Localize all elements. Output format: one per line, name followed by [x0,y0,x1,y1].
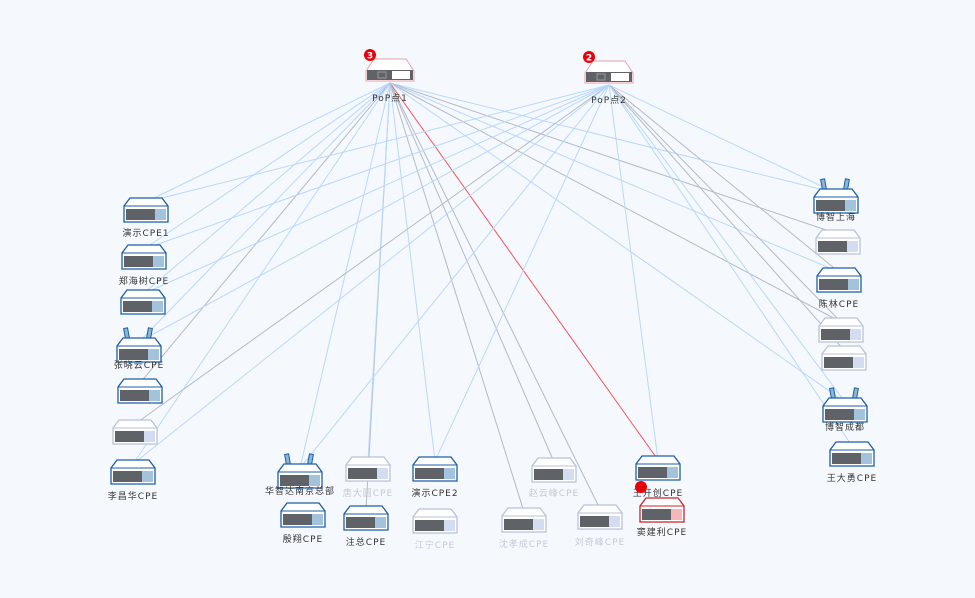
cpe-label: 注总CPE [346,536,386,548]
link-pop2-n25[interactable] [608,84,853,447]
link-pop1-n1[interactable] [145,82,391,203]
pop-node-pop2[interactable]: PoP点2 2 [583,51,634,106]
cpe-node[interactable]: 陈林CPE [816,267,862,310]
cpe-node[interactable]: 江宁CPE [412,508,458,551]
link-pop1-n16[interactable] [389,82,601,510]
cpe-node[interactable] [112,419,158,445]
link-pop2-n22[interactable] [608,84,842,323]
link-pop2-n24[interactable] [608,84,846,403]
link-pop2-n3[interactable] [142,84,610,295]
alarm-badge[interactable] [635,481,647,493]
pop-label: PoP点1 [372,93,408,104]
cpe-node[interactable]: 博智成都 [822,387,868,433]
cpe-node[interactable] [821,345,867,371]
cpe-node[interactable]: 刘奇峰CPE [575,504,625,548]
cpe-label: 陈林CPE [819,298,859,310]
link-pop2-n8[interactable] [299,84,610,469]
link-pop1-n21[interactable] [389,82,840,273]
cpe-label: 刘奇峰CPE [575,536,625,548]
cpe-label: 华智达南京总部 [265,485,335,497]
link-pop1-n15[interactable] [389,82,525,513]
link-pop2-n23[interactable] [608,84,845,351]
link-pop1-n4[interactable] [138,82,391,343]
cpe-node[interactable]: 华智达南京总部 [265,453,335,497]
cpe-node[interactable]: 演示CPE2 [411,456,458,499]
cpe-node[interactable]: 殷翔CPE [280,502,326,545]
alarm-badge[interactable] [583,51,595,63]
link-pop2-n2[interactable] [143,84,610,250]
links-layer [132,82,853,513]
alarm-badge[interactable] [364,49,376,61]
cpe-label: 沈孝成CPE [499,538,549,550]
link-pop1-n10[interactable] [367,82,391,462]
link-pop1-n5[interactable] [139,82,391,384]
cpe-label: 江宁CPE [415,539,455,551]
cpe-label: 博智上海 [816,211,856,223]
cpe-node[interactable]: 王大勇CPE [827,441,877,484]
link-pop1-n17[interactable] [389,82,659,461]
link-pop1-n8[interactable] [299,82,391,469]
cpe-node[interactable]: 赵云峰CPE [529,457,579,499]
cpe-node[interactable]: 张晓云CPE [114,327,164,371]
cpe-label: 博智成都 [825,421,865,433]
cpe-node[interactable]: 博智上海 [813,178,859,223]
cpe-label: 窦建利CPE [637,526,687,538]
link-pop2-n4[interactable] [138,84,610,343]
cpe-label: 张晓云CPE [114,359,164,371]
cpe-node[interactable]: 窦建利CPE [637,497,687,538]
link-pop1-n20[interactable] [389,82,839,235]
cpe-label: 赵云峰CPE [529,487,579,499]
cpe-node[interactable]: 李昌华CPE [108,459,158,502]
link-pop1-n19[interactable] [389,82,837,194]
link-pop1-n3[interactable] [142,82,391,295]
cpe-node[interactable] [117,378,163,404]
cpe-label: 郑海树CPE [119,275,169,287]
cpe-node[interactable]: 演示CPE1 [122,197,169,239]
link-pop1-n22[interactable] [389,82,842,323]
link-pop2-n12[interactable] [434,84,610,462]
cpe-node[interactable]: 王开创CPE [633,455,683,499]
cpe-label: 李昌华CPE [108,490,158,502]
cpe-label: 演示CPE2 [411,487,458,499]
cpe-node[interactable]: 唐大圆CPE [343,456,393,499]
link-pop1-n12[interactable] [389,82,436,462]
pop-label: PoP点2 [591,95,627,106]
pop-node-pop1[interactable]: PoP点1 3 [364,49,415,104]
cpe-node[interactable]: 注总CPE [343,505,389,548]
cpe-node[interactable]: 郑海树CPE [119,244,169,287]
cpe-label: 唐大圆CPE [343,487,393,499]
link-pop2-n21[interactable] [608,84,840,273]
link-pop2-n1[interactable] [145,84,610,203]
alarm-count: 2 [586,54,592,64]
cpe-node[interactable]: 沈孝成CPE [499,507,549,550]
cpe-node[interactable] [815,229,861,255]
cpe-label: 王大勇CPE [827,472,877,484]
link-pop2-n6[interactable] [134,84,610,425]
link-pop1-n7[interactable] [132,82,391,465]
cpe-node[interactable] [120,289,166,315]
link-pop1-n14[interactable] [389,82,555,463]
link-pop2-n19[interactable] [608,84,837,194]
cpe-node[interactable] [818,317,864,343]
link-pop1-n24[interactable] [389,82,846,403]
link-pop2-n7[interactable] [132,84,610,465]
link-pop1-n2[interactable] [143,82,391,250]
alarm-count: 3 [367,52,373,62]
cpe-label: 演示CPE1 [122,227,169,239]
cpe-label: 殷翔CPE [283,533,323,545]
link-pop2-n17[interactable] [608,84,659,461]
